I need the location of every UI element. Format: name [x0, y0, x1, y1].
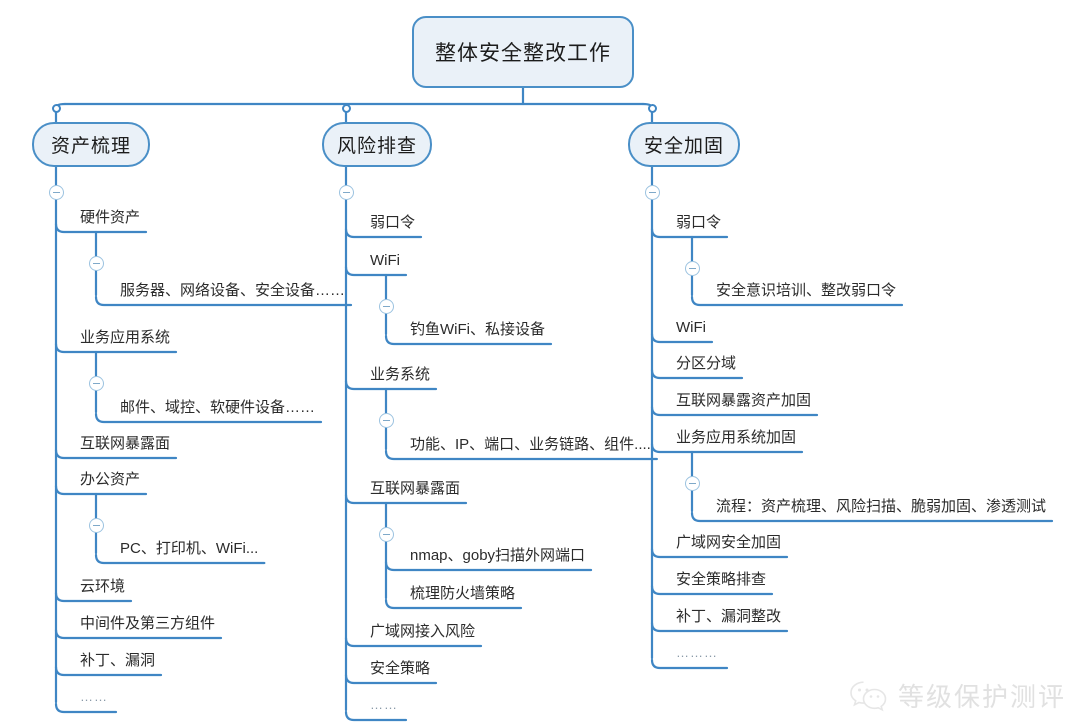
topic-level2[interactable]: 安全策略排查: [676, 571, 767, 588]
topic-level2[interactable]: 分区分域: [676, 355, 737, 372]
topic-level2[interactable]: 弱口令: [676, 214, 722, 231]
topic-level2[interactable]: 业务系统: [370, 366, 431, 383]
collapse-toggle[interactable]: [88, 376, 104, 391]
branch-node-3[interactable]: 安全加固: [628, 122, 740, 167]
topic-level2[interactable]: 办公资产: [80, 471, 141, 488]
topic-level2[interactable]: 互联网暴露面: [80, 435, 171, 452]
topic-level3[interactable]: PC、打印机、WiFi...: [120, 540, 259, 557]
topic-level2[interactable]: 业务应用系统加固: [676, 429, 797, 446]
topic-level2[interactable]: 中间件及第三方组件: [80, 615, 216, 632]
topic-level3[interactable]: 服务器、网络设备、安全设备……: [120, 282, 346, 299]
topic-level3[interactable]: 邮件、域控、软硬件设备……: [120, 399, 316, 416]
topic-level3[interactable]: 安全意识培训、整改弱口令: [716, 282, 897, 299]
topic-level2[interactable]: 云环境: [80, 578, 126, 595]
topic-level2[interactable]: 安全策略: [370, 660, 431, 677]
branch-joint-dot: [341, 103, 351, 113]
topic-level2[interactable]: ……: [80, 689, 108, 704]
branch-joint-dot: [647, 103, 657, 113]
topic-level3[interactable]: nmap、goby扫描外网端口: [410, 547, 586, 564]
collapse-toggle[interactable]: [338, 185, 354, 200]
collapse-toggle[interactable]: [378, 413, 394, 428]
wechat-icon: [848, 679, 890, 713]
topic-level3[interactable]: 流程：资产梳理、风险扫描、脆弱加固、渗透测试: [716, 498, 1047, 515]
topic-level2[interactable]: WiFi: [370, 252, 400, 269]
branch-node-1[interactable]: 资产梳理: [32, 122, 150, 167]
topic-level3[interactable]: 钓鱼WiFi、私接设备: [410, 321, 545, 338]
collapse-toggle[interactable]: [644, 185, 660, 200]
root-node[interactable]: 整体安全整改工作: [412, 16, 634, 88]
topic-level2[interactable]: 业务应用系统: [80, 329, 171, 346]
branch-joint-dot: [51, 103, 61, 113]
topic-level3[interactable]: 功能、IP、端口、业务链路、组件....: [410, 436, 651, 453]
collapse-toggle[interactable]: [48, 185, 64, 200]
topic-level2[interactable]: ………: [676, 645, 718, 660]
branch-node-2[interactable]: 风险排查: [322, 122, 432, 167]
topic-level2[interactable]: 弱口令: [370, 214, 416, 231]
topic-level3[interactable]: 梳理防火墙策略: [410, 585, 516, 602]
topic-level2[interactable]: WiFi: [676, 319, 706, 336]
collapse-toggle[interactable]: [684, 476, 700, 491]
topic-level2[interactable]: 硬件资产: [80, 209, 141, 226]
topic-level2[interactable]: 补丁、漏洞: [80, 652, 156, 669]
collapse-toggle[interactable]: [88, 518, 104, 533]
topic-level2[interactable]: ……: [370, 697, 398, 712]
topic-level2[interactable]: 广域网安全加固: [676, 534, 782, 551]
watermark-text: 等级保护测评: [897, 682, 1066, 712]
topic-level2[interactable]: 互联网暴露资产加固: [676, 392, 812, 409]
collapse-toggle[interactable]: [378, 299, 394, 314]
topic-level2[interactable]: 互联网暴露面: [370, 480, 461, 497]
topic-level2[interactable]: 广域网接入风险: [370, 623, 476, 640]
topic-level2[interactable]: 补丁、漏洞整改: [676, 608, 782, 625]
watermark: 等级保护测评: [848, 677, 1066, 714]
collapse-toggle[interactable]: [88, 256, 104, 271]
collapse-toggle[interactable]: [378, 527, 394, 542]
collapse-toggle[interactable]: [684, 261, 700, 276]
